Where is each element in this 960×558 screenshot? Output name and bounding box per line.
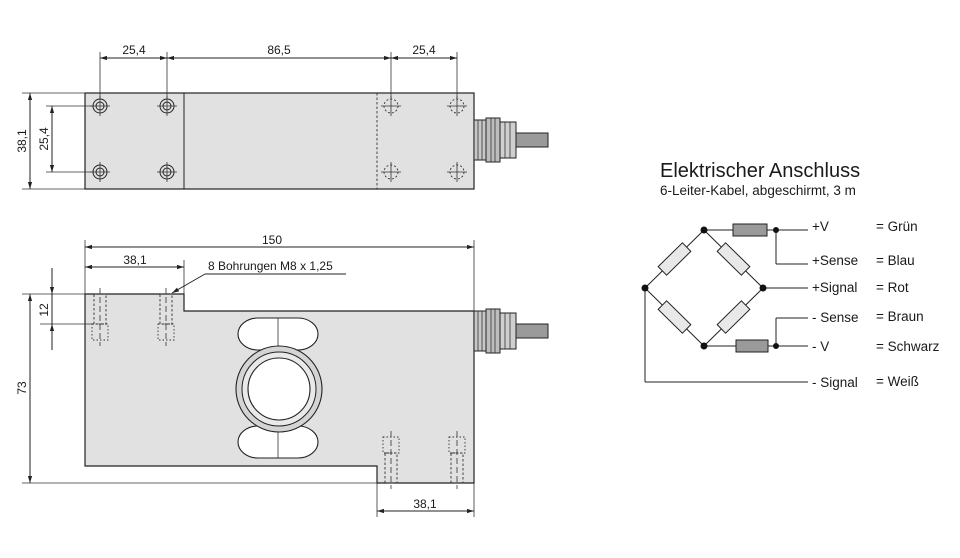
wire-legend: +V = Grün +Sense = Blau +Signal = Rot - … bbox=[812, 219, 940, 390]
connection-title: Elektrischer Anschluss bbox=[660, 160, 860, 182]
wire-color-label: = Grün bbox=[876, 219, 918, 234]
dim-top-left-width: 25,4 bbox=[122, 43, 146, 57]
wire-color-label: = Rot bbox=[876, 280, 909, 295]
dim-side-length: 150 bbox=[262, 233, 282, 247]
wire-signal-label: - Sense bbox=[812, 310, 859, 325]
wire-color-label: = Braun bbox=[876, 309, 924, 324]
top-view-body bbox=[84, 92, 475, 190]
dim-side-thread-depth: 12 bbox=[37, 303, 51, 317]
dim-top-hole-spacing: 25,4 bbox=[37, 127, 51, 151]
dim-side-hole-offset: 38,1 bbox=[123, 253, 147, 267]
wire-signal-label: +Sense bbox=[812, 253, 858, 268]
hole-note: 8 Bohrungen M8 x 1,25 bbox=[208, 259, 333, 273]
side-view-threaded-holes bbox=[91, 288, 466, 489]
dim-side-bottom-offset: 38,1 bbox=[413, 497, 437, 511]
dim-top-height: 38,1 bbox=[15, 129, 29, 153]
side-view-dimensions: 150 38,1 8 Bohrungen M8 x 1,25 12 73 38,… bbox=[15, 233, 475, 517]
top-view-holes bbox=[90, 96, 467, 182]
wire-signal-label: - Signal bbox=[812, 375, 858, 390]
top-cable-gland bbox=[473, 117, 549, 163]
wire-color-label: = Weiß bbox=[876, 374, 919, 389]
side-view: 150 38,1 8 Bohrungen M8 x 1,25 12 73 38,… bbox=[15, 233, 549, 517]
top-view-dimensions: 25,4 86,5 25,4 38,1 25,4 bbox=[15, 43, 458, 190]
dim-top-middle-width: 86,5 bbox=[267, 43, 291, 57]
side-cable-gland bbox=[473, 308, 549, 354]
wire-signal-label: +Signal bbox=[812, 280, 857, 295]
electrical-connection: Elektrischer Anschluss 6-Leiter-Kabel, a… bbox=[641, 160, 940, 390]
dim-top-right-width: 25,4 bbox=[412, 43, 436, 57]
central-bore bbox=[235, 317, 323, 459]
wire-color-label: = Blau bbox=[876, 253, 915, 268]
wire-color-label: = Schwarz bbox=[876, 339, 940, 354]
dim-side-height: 73 bbox=[15, 381, 29, 395]
top-view: 25,4 86,5 25,4 38,1 25,4 bbox=[15, 43, 549, 190]
bridge-circuit bbox=[641, 223, 808, 383]
wire-signal-label: +V bbox=[812, 219, 829, 234]
connection-subtitle: 6-Leiter-Kabel, abgeschirmt, 3 m bbox=[660, 183, 856, 198]
wire-signal-label: - V bbox=[812, 339, 829, 354]
